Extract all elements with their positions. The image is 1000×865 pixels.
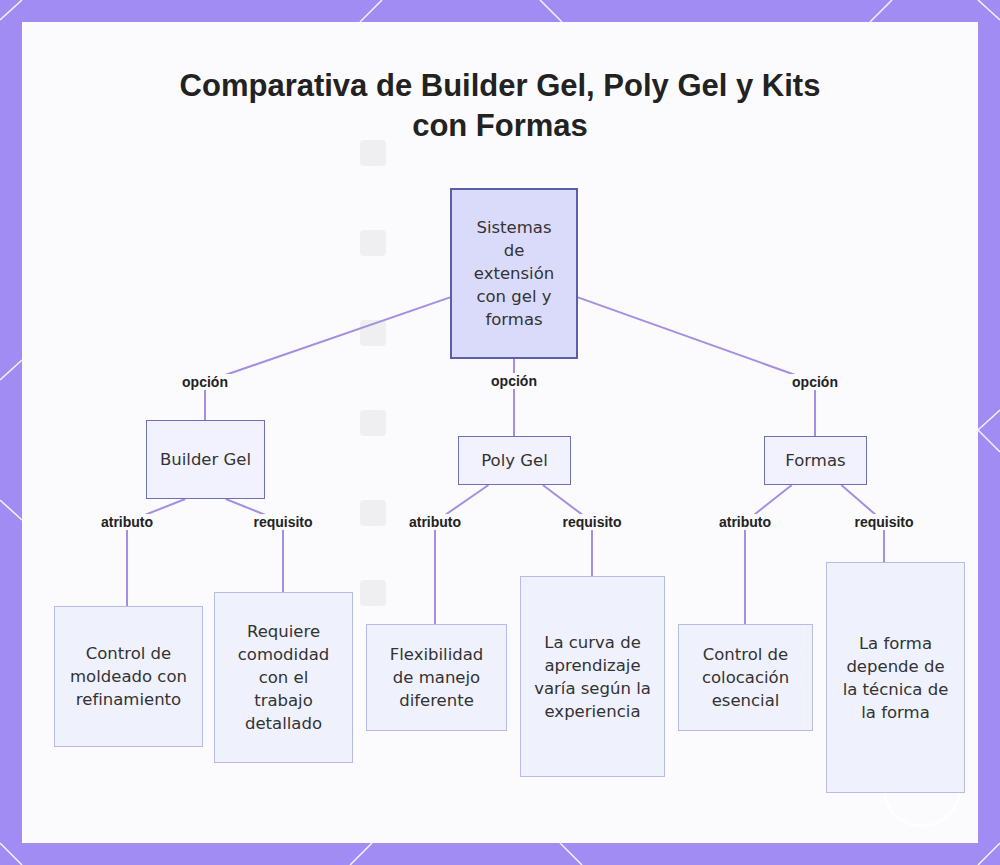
node-text: Builder Gel [160, 448, 251, 471]
edge-label: opción [179, 374, 231, 390]
connector-line [205, 297, 450, 420]
node-text-group: Requiere comodidad con el trabajo detall… [227, 620, 340, 735]
connector-line [435, 485, 489, 624]
edge-label: atributo [716, 514, 774, 530]
edge-label: requisito [851, 514, 916, 530]
edge-label: opción [488, 373, 540, 389]
node-text-group: La curva de aprendizaje varía según la e… [533, 631, 652, 723]
edge-label: atributo [406, 514, 464, 530]
node-text-group: Formas [785, 449, 845, 472]
connector-line [543, 485, 592, 576]
connector-line [578, 297, 815, 436]
diagram-title: Comparativa de Builder Gel, Poly Gel y K… [150, 66, 850, 146]
connector-line [745, 485, 792, 624]
node-text-group: Poly Gel [481, 449, 548, 472]
node-text-group: Flexibilidad de manejo diferente [379, 643, 494, 712]
option-box: Formas [764, 436, 867, 485]
node-text-group: Builder Gel [160, 448, 251, 471]
connector-line [226, 499, 283, 592]
attribute-box: Control de moldeado con refinamiento [54, 606, 203, 747]
node-text: Requiere comodidad con el trabajo detall… [227, 620, 340, 735]
node-text-group: Sistemas de extensión con gel y formas [472, 216, 556, 331]
node-text: La curva de aprendizaje varía según la e… [533, 631, 652, 723]
node-text: Poly Gel [481, 449, 548, 472]
node-text-group: Control de colocación esencial [691, 643, 800, 712]
node-text: Flexibilidad de manejo diferente [379, 643, 494, 712]
node-text-group: Control de moldeado con refinamiento [67, 642, 190, 711]
requirement-box: La curva de aprendizaje varía según la e… [520, 576, 665, 777]
attribute-box: Flexibilidad de manejo diferente [366, 624, 507, 731]
node-text: Formas [785, 449, 845, 472]
connector-line [513, 359, 515, 436]
edge-label: requisito [250, 514, 315, 530]
edge-label: atributo [98, 514, 156, 530]
option-box: Builder Gel [146, 420, 265, 499]
node-text: Sistemas de extensión con gel y formas [472, 216, 556, 331]
requirement-box: Requiere comodidad con el trabajo detall… [214, 592, 353, 763]
attribute-box: Control de colocación esencial [678, 624, 813, 731]
root-box: Sistemas de extensión con gel y formas [450, 188, 578, 359]
requirement-box: La forma depende de la técnica de la for… [826, 562, 965, 793]
node-text: Control de colocación esencial [691, 643, 800, 712]
edge-label: opción [789, 374, 841, 390]
edge-label: requisito [559, 514, 624, 530]
node-text: La forma depende de la técnica de la for… [839, 632, 952, 724]
node-text: Control de moldeado con refinamiento [67, 642, 190, 711]
option-box: Poly Gel [458, 436, 571, 485]
node-text-group: La forma depende de la técnica de la for… [839, 632, 952, 724]
